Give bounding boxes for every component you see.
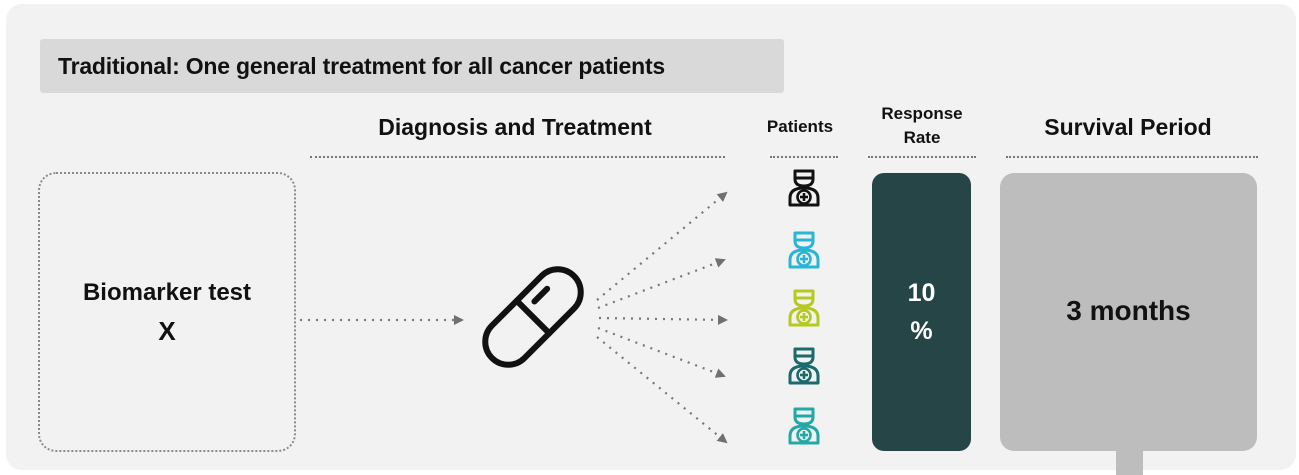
- header-response-line2: Rate: [903, 128, 941, 147]
- arrows-to-patients: [596, 191, 728, 444]
- arrow-to-patient-4: [597, 326, 726, 378]
- biomarker-test-box: Biomarker test X: [38, 172, 296, 452]
- header-response-rate: Response Rate: [862, 102, 982, 150]
- response-rate-box: 10 %: [872, 173, 971, 451]
- survival-period-value: 3 months: [1066, 295, 1191, 326]
- patient-icon: [786, 406, 822, 446]
- arrow-to-patient-1: [596, 191, 728, 301]
- header-patients: Patients: [766, 117, 834, 136]
- patient-icon: [786, 346, 822, 386]
- response-rate-number: 10: [907, 279, 936, 307]
- arrow-to-patient-3: [598, 314, 728, 325]
- response-rate-unit: %: [910, 317, 933, 345]
- arrow-to-patient-2: [597, 258, 726, 310]
- biomarker-label: Biomarker test: [82, 279, 252, 306]
- header-divider-survival: [1006, 156, 1258, 158]
- diagram-title: Traditional: One general treatment for a…: [40, 39, 784, 93]
- header-response-line1: Response: [881, 104, 963, 123]
- pill-icon: [482, 266, 584, 368]
- survival-bar-stem: [1116, 451, 1143, 475]
- header-divider-response: [868, 156, 976, 158]
- patient-icon: [786, 168, 822, 208]
- survival-period-box: 3 months: [1000, 173, 1257, 451]
- arrow-to-patient-5: [596, 336, 728, 444]
- patient-icon: [786, 230, 822, 270]
- header-divider-diagnosis: [310, 156, 725, 158]
- header-diagnosis-treatment: Diagnosis and Treatment: [378, 114, 652, 140]
- biomarker-value: X: [158, 316, 176, 346]
- header-survival-period: Survival Period: [1044, 114, 1212, 140]
- patient-icon: [786, 288, 822, 328]
- header-divider-patients: [770, 156, 838, 158]
